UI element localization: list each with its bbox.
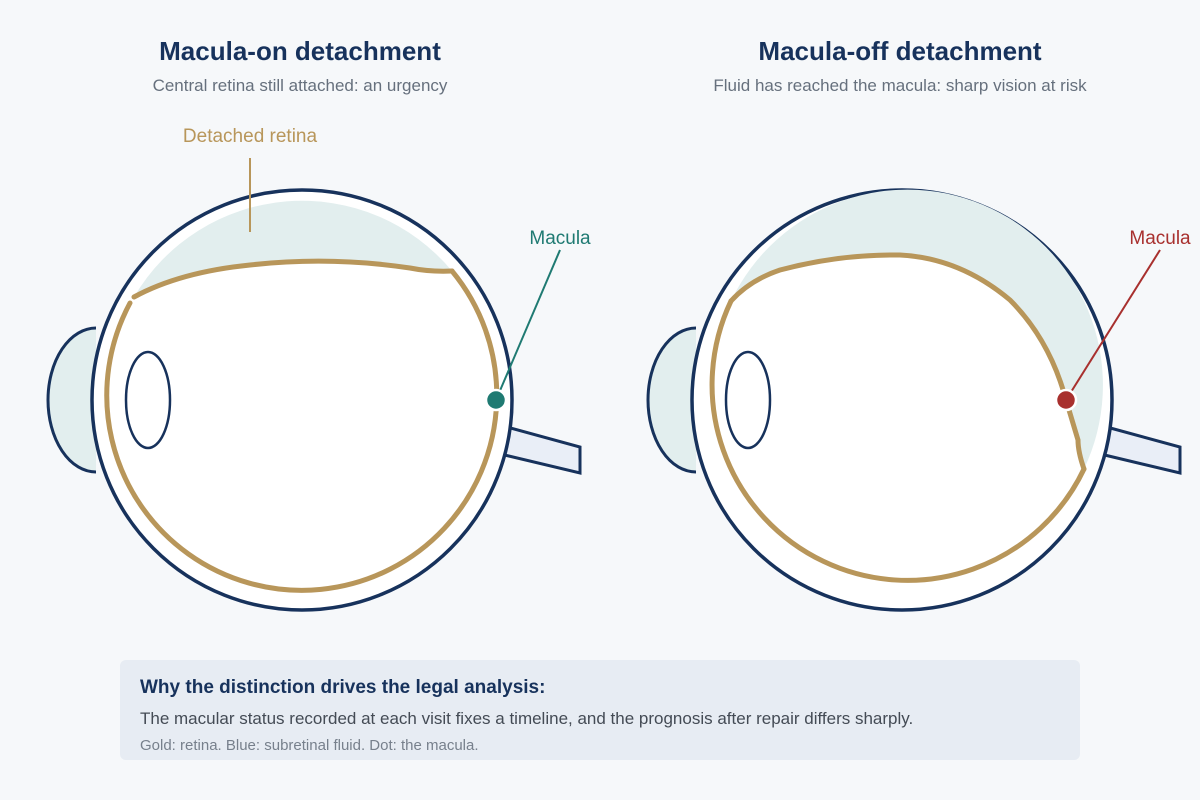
cornea: [48, 328, 96, 472]
legal-analysis-note: Why the distinction drives the legal ana…: [120, 660, 1080, 760]
macula-leader: [1065, 249, 1161, 401]
attached-retina: [709, 298, 1087, 583]
macula-off-eye-diagram: Macula: [646, 188, 1191, 612]
subretinal-fluid: [134, 200, 452, 297]
detached-retina: [728, 252, 1087, 472]
macula-label: Macula: [1129, 228, 1191, 249]
macula-dot: [1054, 388, 1078, 412]
detached-retina-label: Detached retina: [183, 126, 318, 147]
lens: [724, 350, 772, 450]
panel-title: Macula-off detachment: [758, 36, 1042, 66]
detached-retina: [131, 258, 455, 300]
macula-on-panel: Macula-on detachment Central retina stil…: [0, 0, 600, 640]
macula-off-panel: Macula-off detachment Fluid has reached …: [600, 0, 1200, 640]
macula-label: Macula: [529, 228, 591, 249]
cornea: [648, 328, 696, 472]
panel-title: Macula-on detachment: [159, 36, 441, 66]
note-heading: Why the distinction drives the legal ana…: [140, 677, 546, 698]
note-body: The macular status recorded at each visi…: [140, 709, 914, 728]
macula-dot: [484, 388, 508, 412]
panel-subtitle: Fluid has reached the macula: sharp visi…: [713, 76, 1087, 95]
optic-nerve: [1091, 421, 1182, 475]
eye-globe: [90, 188, 514, 612]
optic-nerve: [491, 421, 582, 475]
panel-subtitle: Central retina still attached: an urgenc…: [152, 76, 448, 95]
cornea-outline: [646, 326, 697, 474]
note-legend: Gold: retina. Blue: subretinal fluid. Do…: [140, 737, 479, 754]
cornea-outline: [46, 326, 97, 474]
lens: [124, 350, 172, 450]
macula-on-eye-diagram: Detached retina Macula: [46, 126, 591, 612]
macula-leader: [495, 249, 561, 401]
